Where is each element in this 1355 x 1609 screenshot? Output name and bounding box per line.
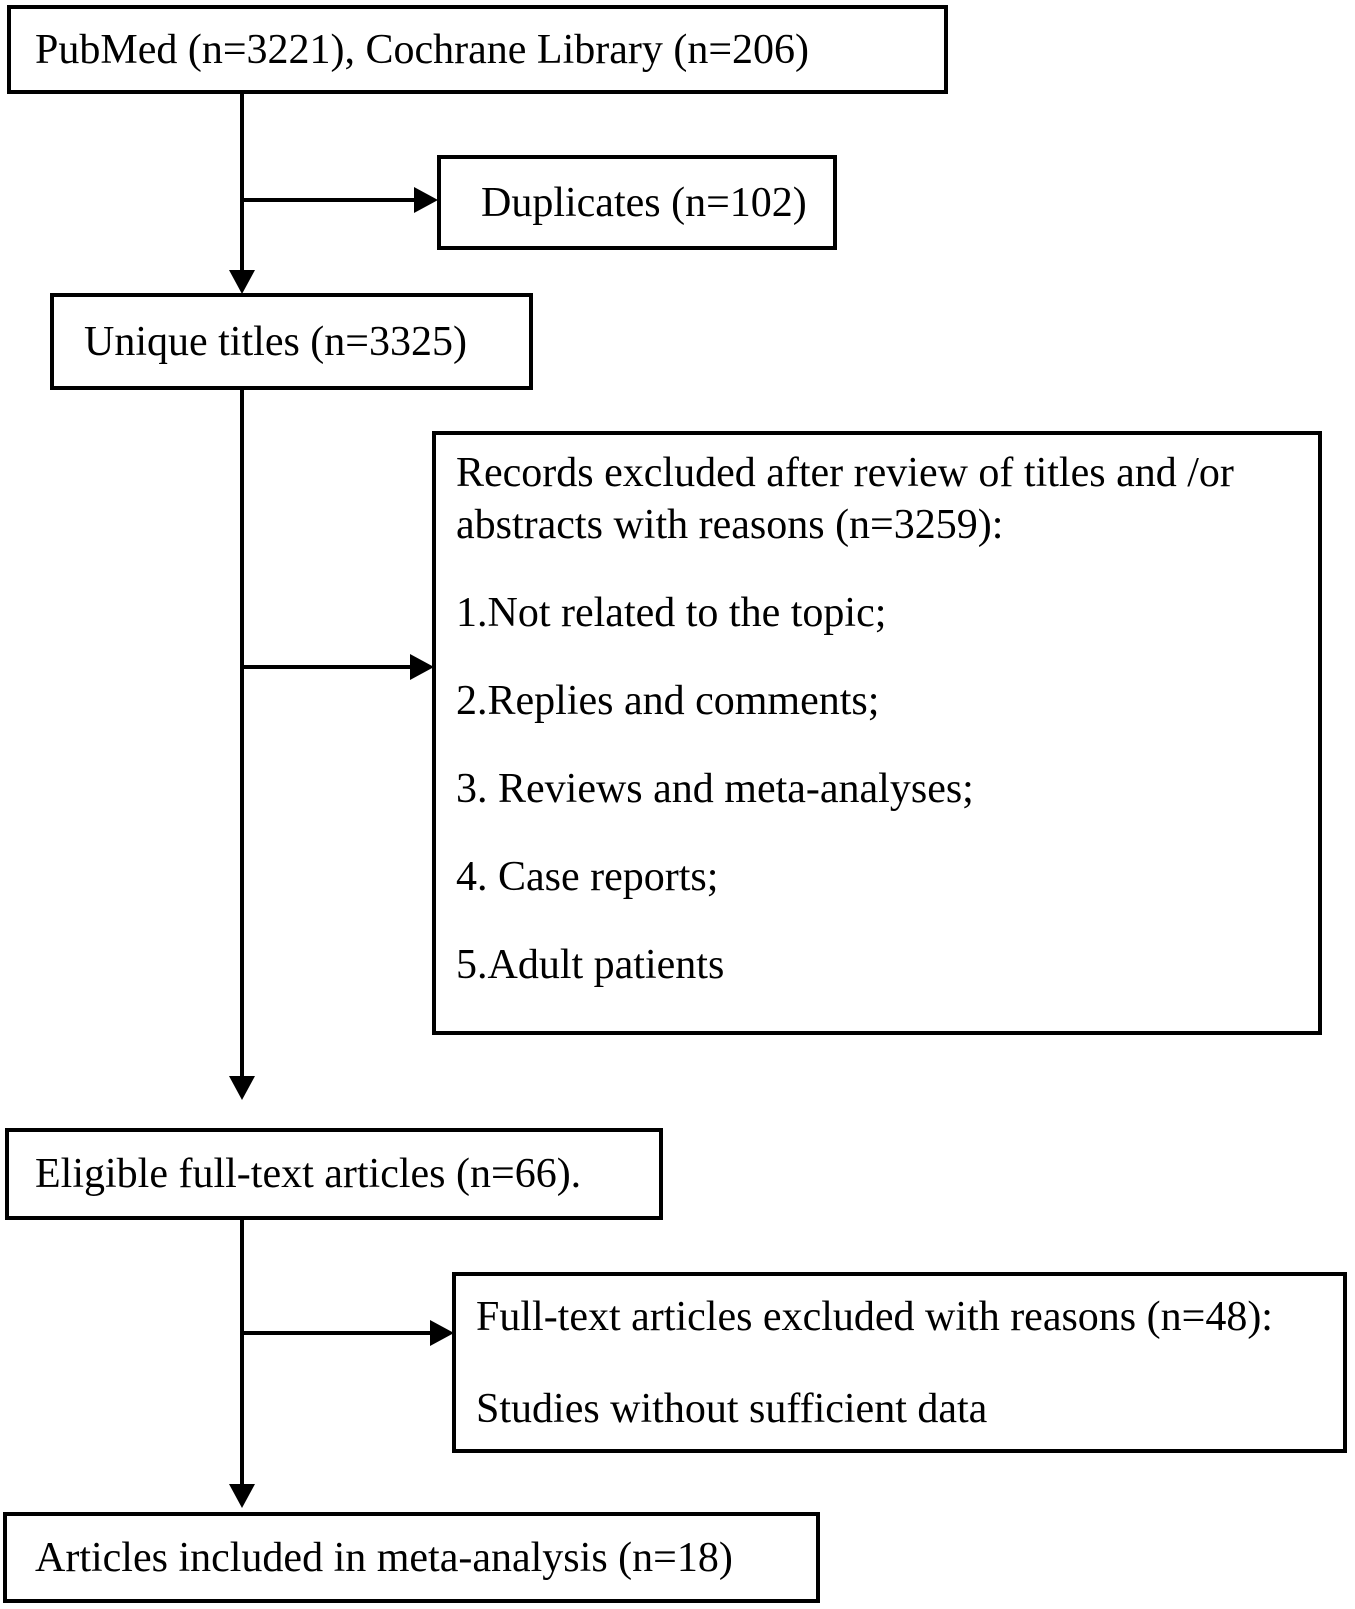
exclusion-reason-5: 5.Adult patients [456,942,725,988]
arrow-unique-to-eligible-stem [240,390,244,1078]
arrow-sources-to-unique-head-icon [229,270,255,294]
search-sources-text: PubMed (n=3221), Cochrane Library (n=206… [35,26,810,73]
arrow-to-fulltext-excluded-head-icon [430,1320,454,1346]
fulltext-excluded-reason: Studies without sufficient data [476,1385,988,1432]
fulltext-excluded-heading: Full-text articles excluded with reasons… [476,1293,1273,1340]
arrow-to-duplicates-stem [240,198,414,202]
records-excluded-heading: Records excluded after review of titles … [456,450,1234,548]
arrow-to-fulltext-excluded-stem [240,1331,430,1335]
arrow-eligible-to-included-head-icon [229,1484,255,1508]
box-included-meta-analysis: Articles included in meta-analysis (n=18… [3,1512,820,1603]
fulltext-excluded-spacer [476,1343,1343,1383]
arrow-unique-to-eligible-head-icon [229,1076,255,1100]
exclusion-reason-1: 1.Not related to the topic; [456,590,887,636]
box-eligible-fulltext: Eligible full-text articles (n=66). [5,1128,663,1220]
exclusion-reason-2: 2.Replies and comments; [456,678,880,724]
duplicates-text: Duplicates (n=102) [481,179,807,226]
box-fulltext-excluded: Full-text articles excluded with reasons… [452,1272,1347,1453]
unique-titles-text: Unique titles (n=3325) [84,318,467,365]
box-records-excluded: Records excluded after review of titles … [432,431,1322,1035]
box-search-sources: PubMed (n=3221), Cochrane Library (n=206… [7,5,948,94]
included-meta-analysis-text: Articles included in meta-analysis (n=18… [35,1534,733,1581]
box-duplicates: Duplicates (n=102) [437,155,837,250]
box-unique-titles: Unique titles (n=3325) [50,293,533,390]
arrow-to-duplicates-head-icon [414,187,438,213]
exclusion-reason-3: 3. Reviews and meta-analyses; [456,766,974,812]
arrow-to-records-excluded-head-icon [410,654,434,680]
arrow-sources-to-unique-stem [240,93,244,273]
arrow-eligible-to-included-stem [240,1220,244,1486]
arrow-to-records-excluded-stem [240,665,410,669]
eligible-fulltext-text: Eligible full-text articles (n=66). [35,1151,582,1197]
exclusion-reason-4: 4. Case reports; [456,854,719,900]
